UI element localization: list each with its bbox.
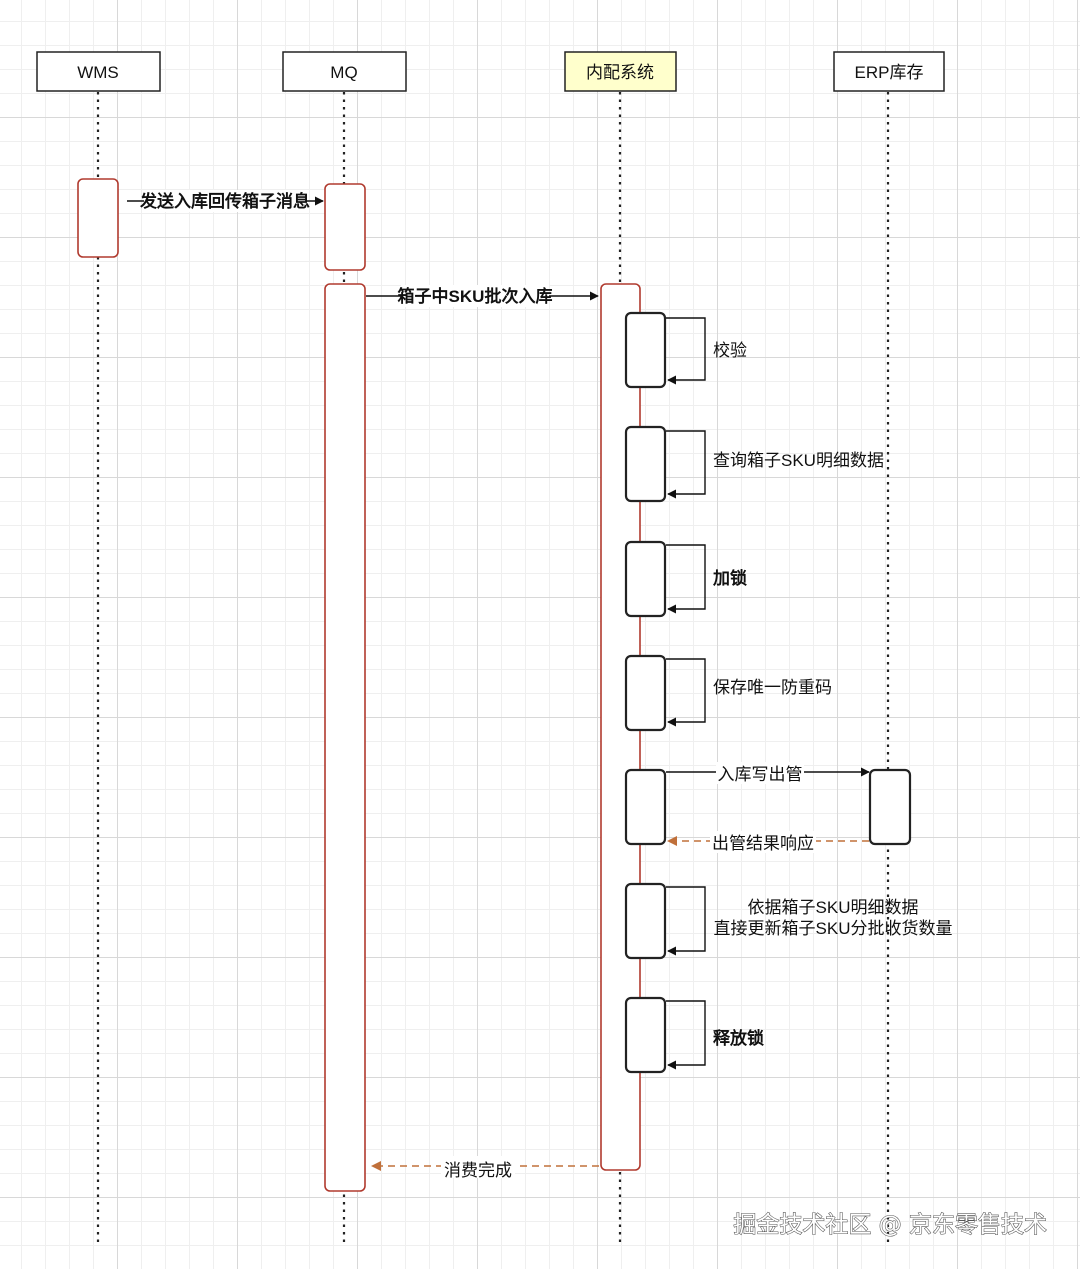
participant-erp: ERP库存 [833,51,945,92]
participant-neipei: 内配系统 [564,51,677,92]
self-message-update: 依据箱子SKU明细数据 直接更新箱子SKU分批收货数量 [666,886,953,956]
activation-mq-consume [324,283,366,1192]
message-label: 入库写出管 [718,765,803,784]
activation-self-save [624,654,667,732]
participant-wms: WMS [36,51,161,92]
message-label: 消费完成 [444,1161,512,1180]
participant-label: 内配系统 [586,63,654,82]
activation-self-update [624,882,667,960]
activation-mq-receive [324,183,366,271]
activation-self-query [624,425,667,503]
message-label: 箱子中SKU批次入库 [398,286,553,306]
participant-mq: MQ [282,51,407,92]
watermark-text: 掘金技术社区 @ 京东零售技术 [733,1212,1047,1238]
message-out-result: 出管结果响应 [667,831,869,853]
activation-self-lock [624,540,667,618]
activation-erp [868,768,912,846]
participant-label: WMS [77,63,119,82]
message-label-line-2: 直接更新箱子SKU分批收货数量 [714,919,953,938]
activations [77,178,912,1192]
self-message-check: 校验 [666,317,747,385]
message-sku-batch-inbound: 箱子中SKU批次入库 [366,285,599,307]
message-consume-done: 消费完成 [371,1156,599,1180]
activation-self-check [624,311,667,389]
lifelines [96,92,890,1245]
self-message-save: 保存唯一防重码 [666,658,832,727]
message-write-out: 入库写出管 [666,762,870,784]
message-label: 释放锁 [713,1028,764,1048]
message-label: 出管结果响应 [712,834,814,853]
self-message-lock: 加锁 [666,544,747,614]
activation-self-unlock [624,996,667,1074]
message-send-box-msg: 发送入库回传箱子消息 [127,190,324,212]
message-label: 查询箱子SKU明细数据 [713,451,884,470]
message-label: 发送入库回传箱子消息 [139,191,310,211]
message-label: 保存唯一防重码 [713,678,832,697]
participant-label: MQ [330,63,357,82]
self-message-query: 查询箱子SKU明细数据 [666,430,884,499]
activation-write [624,768,667,846]
activation-wms [77,178,119,258]
message-label: 加锁 [712,568,747,588]
participant-label: ERP库存 [855,63,924,82]
message-label-line-1: 依据箱子SKU明细数据 [748,898,919,917]
message-label: 校验 [713,341,747,360]
self-message-unlock: 释放锁 [666,1000,764,1070]
